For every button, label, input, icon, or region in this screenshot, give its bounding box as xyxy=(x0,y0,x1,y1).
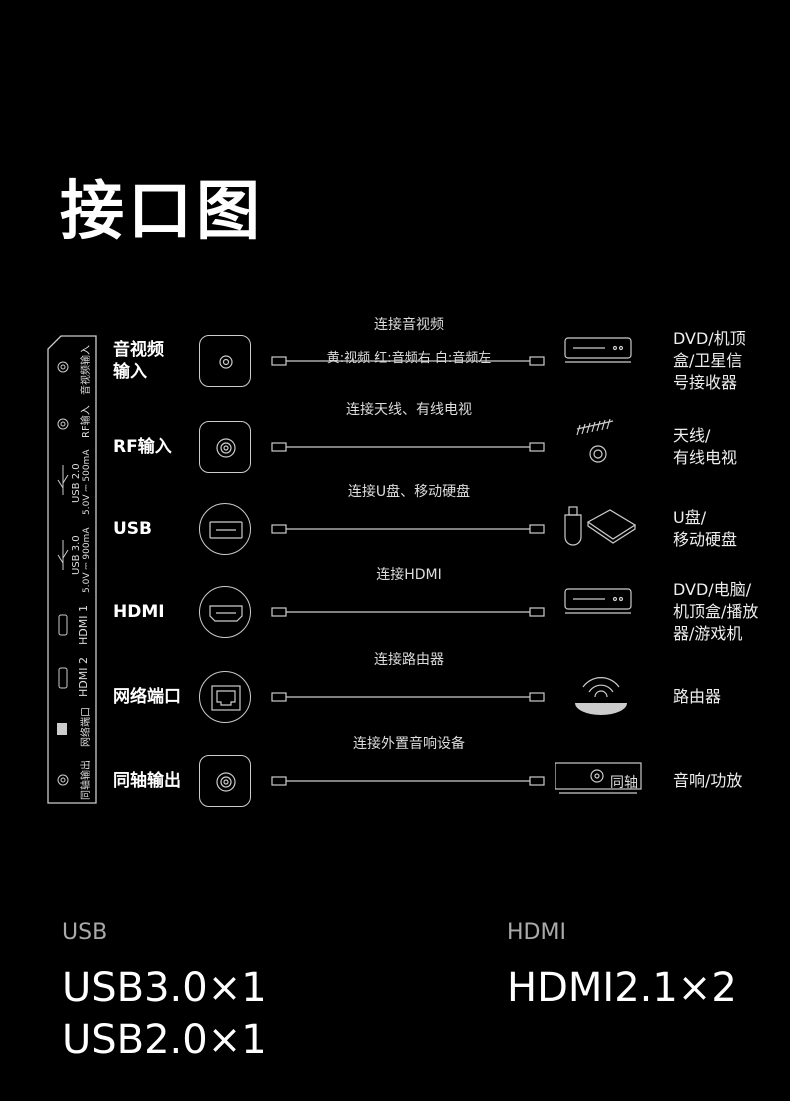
device-icon xyxy=(575,677,627,715)
round-square-port-icon xyxy=(199,335,251,387)
device-icon xyxy=(564,506,637,546)
cable-icon xyxy=(271,776,545,786)
port-name: 同轴输出 xyxy=(113,771,181,791)
device-description: DVD/机顶 盒/卫星信 号接收器 xyxy=(673,329,746,392)
connection-row-usb: USB 连接U盘、移动硬盘 U盘/ 移动硬盘 xyxy=(0,484,790,569)
connection-row-av: 音视频 输入 连接音视频 黄:视频 红:音频右 白:音频左 DVD/机顶 盒/卫… xyxy=(0,317,790,401)
device-description: DVD/电脑/ 机顶盒/播放 器/游戏机 xyxy=(673,580,759,643)
cable-label: 连接HDMI xyxy=(376,567,442,583)
usb-spec-value-1: USB3.0×1 xyxy=(62,965,267,1011)
connection-row-hdmi: HDMI 连接HDMI DVD/电脑/ 机顶盒/播放 器/游戏机 xyxy=(0,567,790,652)
page-title: 接口图 xyxy=(60,175,264,249)
tv-back-panel: 音视频输入 RF输入 USB 2.0 5.0V ⎓ 500mA USB 3.0 … xyxy=(47,335,97,804)
device-description: 路由器 xyxy=(673,687,722,706)
cable-label: 连接天线、有线电视 xyxy=(346,402,472,418)
cable-icon xyxy=(271,524,545,534)
usb-spec-label: USB xyxy=(62,920,108,945)
cable-icon xyxy=(271,692,545,702)
device-description: 音响/功放 xyxy=(673,771,743,790)
hdmi-spec-value: HDMI2.1×2 xyxy=(507,965,737,1011)
port-name: USB xyxy=(113,519,153,539)
cable-icon xyxy=(271,356,545,366)
device-icon xyxy=(564,337,632,363)
cable-label: 连接U盘、移动硬盘 xyxy=(347,484,471,500)
port-name: RF输入 xyxy=(113,437,172,457)
port-name: HDMI xyxy=(113,602,165,622)
device-description: U盘/ 移动硬盘 xyxy=(673,508,738,549)
port-name: 网络端口 xyxy=(113,687,181,707)
hdmi-circle-port-icon xyxy=(199,586,251,638)
connection-row-lan: 网络端口 连接路由器 路由器 xyxy=(0,652,790,737)
connection-row-rf: RF输入 连接天线、有线电视 天线/ 有线电视 xyxy=(0,402,790,487)
cable-label: 连接音视频 xyxy=(374,317,444,333)
cable-icon xyxy=(271,442,545,452)
port-name: 音视频 输入 xyxy=(113,340,164,382)
hdmi-spec-label: HDMI xyxy=(507,920,566,945)
device-description: 天线/ 有线电视 xyxy=(673,426,738,467)
cable-label: 连接外置音响设备 xyxy=(353,736,465,752)
lan-circle-port-icon xyxy=(199,671,251,723)
cable-icon xyxy=(271,607,545,617)
connection-row-coax: 同轴输出 连接外置音响设备 同轴 音响/功放 xyxy=(0,736,790,821)
usb-spec-value-2: USB2.0×1 xyxy=(62,1017,267,1063)
device-badge: 同轴 xyxy=(610,775,638,791)
usb-circle-port-icon xyxy=(199,503,251,555)
device-icon xyxy=(564,588,632,614)
cable-label: 连接路由器 xyxy=(374,652,444,668)
cable-sublabel: 黄:视频 红:音频右 白:音频左 xyxy=(326,351,492,366)
device-icon xyxy=(555,762,642,794)
device-icon xyxy=(576,418,614,463)
coax-square-port-icon xyxy=(199,755,251,807)
coax-square-port-icon xyxy=(199,421,251,473)
